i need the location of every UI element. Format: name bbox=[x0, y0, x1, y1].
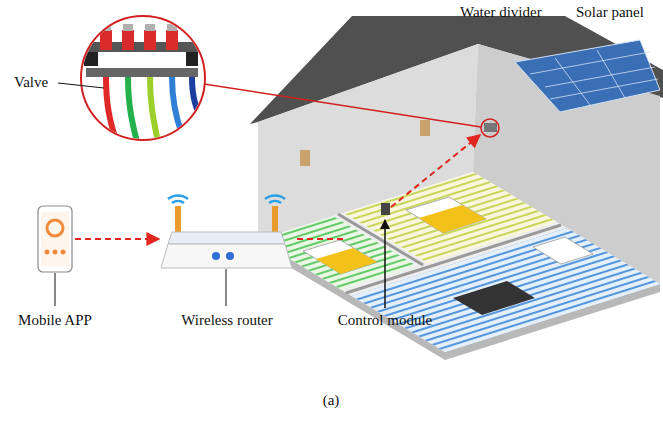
router-icon bbox=[212, 252, 220, 260]
router-node: Wireless router bbox=[160, 192, 294, 272]
picture-frame bbox=[300, 150, 310, 166]
node-label: Mobile APP bbox=[18, 312, 92, 329]
router-icon bbox=[226, 252, 234, 260]
valve-inset bbox=[150, 77, 158, 142]
blanket bbox=[419, 205, 486, 233]
signal-arrow bbox=[75, 238, 159, 240]
valve-inset bbox=[122, 30, 134, 50]
label-tick bbox=[55, 273, 56, 306]
control-module-symbol bbox=[381, 203, 390, 215]
zoom-line bbox=[204, 84, 481, 127]
pointer-arrow bbox=[384, 220, 386, 308]
valve-inset bbox=[145, 24, 155, 31]
router-icon bbox=[168, 232, 285, 244]
phone-icon bbox=[61, 250, 66, 255]
phone-icon bbox=[38, 206, 72, 272]
water-divider-symbol bbox=[481, 119, 499, 137]
picture-frame bbox=[420, 120, 430, 136]
part-label: Water divider bbox=[460, 4, 542, 21]
partition-wall bbox=[346, 225, 561, 293]
solar-panel bbox=[555, 58, 590, 105]
phone-node: Mobile APP bbox=[36, 206, 74, 272]
valve-inset bbox=[186, 52, 198, 66]
valve-inset bbox=[86, 68, 198, 77]
bed bbox=[303, 240, 377, 274]
floor bbox=[258, 172, 660, 352]
house bbox=[250, 16, 663, 360]
water-divider-symbol bbox=[481, 119, 499, 137]
solar-panel bbox=[515, 40, 660, 112]
solar-panel bbox=[530, 52, 650, 74]
valve-inset bbox=[81, 16, 205, 140]
phone-icon bbox=[53, 250, 58, 255]
solar-panel bbox=[515, 40, 660, 112]
phone-icon bbox=[41, 212, 69, 266]
label-tick bbox=[226, 269, 227, 306]
phone-icon bbox=[47, 220, 63, 236]
valve-inset bbox=[128, 77, 137, 142]
valve-leader bbox=[58, 83, 104, 88]
part-label: Valve bbox=[14, 74, 48, 91]
signal-line bbox=[297, 238, 346, 240]
node-label: Wireless router bbox=[181, 312, 272, 329]
part-label: Control module bbox=[338, 312, 433, 329]
router-icon bbox=[161, 244, 292, 268]
router-icon bbox=[175, 206, 181, 234]
phone-icon bbox=[38, 206, 72, 272]
router-icon bbox=[265, 195, 285, 203]
figure-caption: (a) bbox=[323, 392, 340, 409]
valve-inset bbox=[144, 30, 156, 50]
water-divider-symbol bbox=[484, 123, 497, 132]
solar-panel bbox=[545, 67, 655, 87]
router-icon bbox=[168, 195, 188, 203]
control-module-symbol bbox=[381, 203, 390, 215]
valve-inset bbox=[172, 77, 182, 134]
valve-inset bbox=[166, 30, 178, 50]
blanket bbox=[316, 248, 377, 274]
phone-icon bbox=[45, 250, 50, 255]
signal-line bbox=[391, 135, 480, 207]
blue-heating-zone bbox=[352, 228, 660, 352]
part-label: Solar panel bbox=[576, 4, 644, 21]
router-icon bbox=[161, 195, 292, 268]
solar-panel bbox=[550, 79, 658, 99]
bed bbox=[406, 197, 486, 233]
sofa bbox=[453, 281, 535, 315]
valve-inset bbox=[123, 24, 133, 31]
bathtub bbox=[533, 237, 593, 264]
valve-inset bbox=[81, 16, 205, 140]
solar-panel bbox=[597, 50, 625, 98]
router-icon bbox=[272, 206, 278, 234]
valve-inset bbox=[81, 16, 205, 142]
